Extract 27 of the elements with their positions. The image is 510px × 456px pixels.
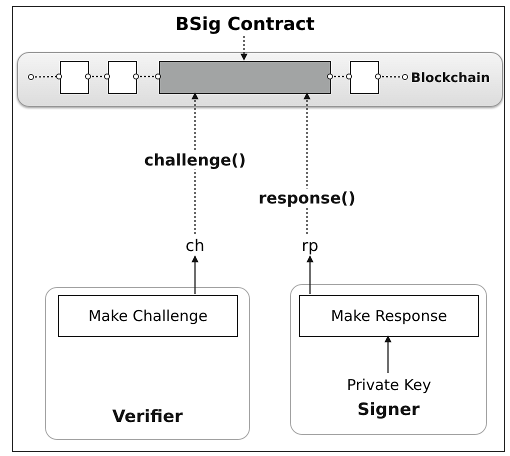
contract-box xyxy=(159,61,331,94)
chain-link xyxy=(327,74,352,80)
key-label: Private Key xyxy=(334,374,444,396)
value-label: ch xyxy=(182,234,208,256)
arrow xyxy=(192,255,198,294)
arrow xyxy=(304,92,310,234)
block-box xyxy=(108,61,137,94)
chain-link xyxy=(28,74,62,80)
contract-label: BSig Contract xyxy=(175,12,315,36)
process-box: Make Challenge xyxy=(58,295,238,337)
arrow xyxy=(240,36,248,61)
arrow xyxy=(384,335,392,373)
chain-link xyxy=(375,74,408,80)
chain-link xyxy=(85,74,110,80)
process-box: Make Response xyxy=(299,295,479,337)
value-label: rp xyxy=(297,234,323,256)
chain-label: Blockchain xyxy=(410,71,490,86)
verifier-panel xyxy=(45,287,250,440)
blockchain-band xyxy=(17,52,503,107)
signer-panel xyxy=(290,284,487,435)
chain-link xyxy=(133,74,161,80)
signer-label: Signer xyxy=(356,400,421,420)
verifier-label: Verifier xyxy=(111,407,184,427)
arrow xyxy=(306,255,314,294)
block-box xyxy=(350,61,379,94)
arrow xyxy=(192,92,198,234)
block-box xyxy=(60,61,89,94)
